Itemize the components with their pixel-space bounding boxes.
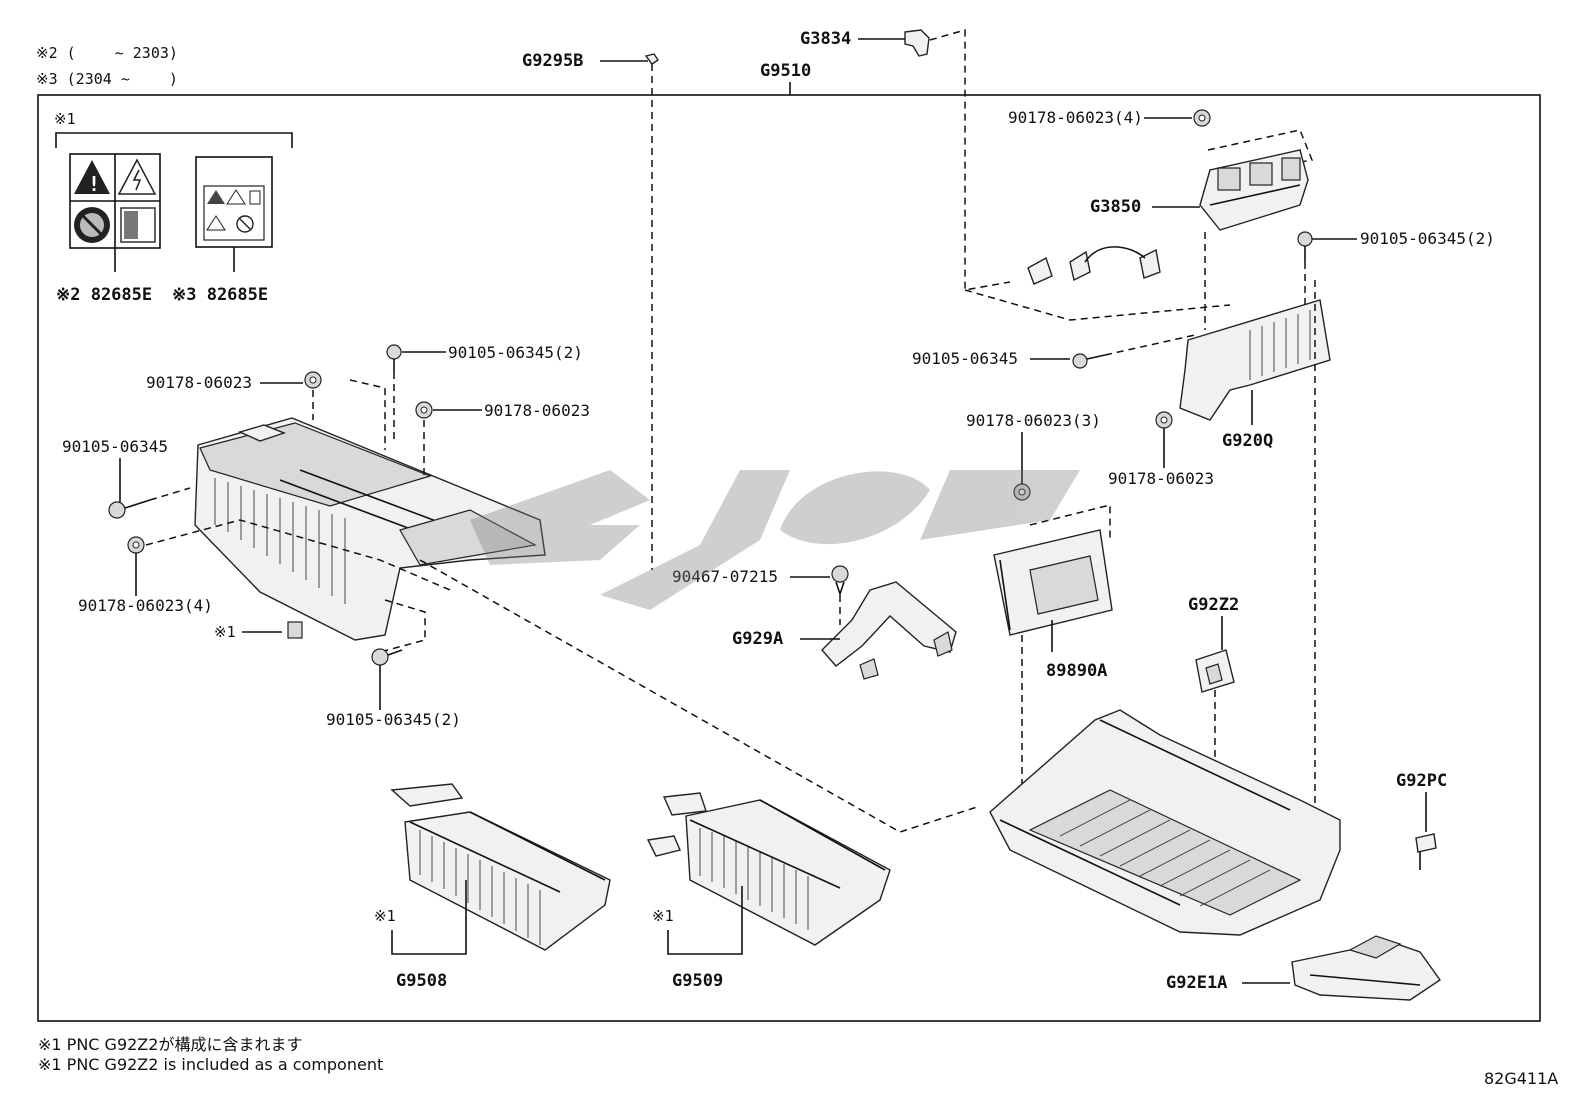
warning-label-new[interactable]	[195, 156, 273, 248]
high-voltage-icon	[117, 158, 157, 195]
callout-g92pc[interactable]: G92PC	[1396, 771, 1447, 791]
star1-g9509: ※1	[652, 907, 674, 925]
fastener-f8[interactable]: 90178-06023	[146, 373, 252, 392]
fastener-f4[interactable]: 90178-06023(3)	[966, 411, 1101, 430]
warning-label-old[interactable]: !	[69, 153, 161, 249]
dash-harness	[964, 289, 1231, 321]
fastener-f7[interactable]: 90105-06345(2)	[1360, 229, 1495, 248]
battery-module-g9508[interactable]	[390, 783, 611, 951]
battery-module-g9509[interactable]	[646, 792, 891, 946]
nut-side-1[interactable]	[127, 536, 145, 554]
nut-ecu[interactable]	[1013, 483, 1031, 501]
callout-g9510[interactable]: G9510	[760, 61, 811, 81]
footer-note-jp: ※1 PNC G92Z2が構成に含まれます	[38, 1035, 302, 1054]
nut-upper-cover-1[interactable]	[304, 371, 322, 389]
dash-f2b	[349, 379, 386, 450]
dash-g3834	[929, 29, 1011, 291]
footer-note-en: ※1 PNC G92Z2 is included as a component	[38, 1055, 383, 1074]
callout-g9508[interactable]: G9508	[396, 971, 447, 991]
fastener-f3[interactable]: 90105-06345	[912, 349, 1018, 368]
fastener-f5[interactable]: 90178-06023	[1108, 469, 1214, 488]
star1-bracket	[55, 132, 293, 148]
star1-g9508: ※1	[374, 907, 396, 925]
callout-g9295b[interactable]: G9295B	[522, 51, 583, 71]
leader-g9509	[667, 886, 743, 955]
bolt-side-1[interactable]	[108, 499, 151, 519]
fastener-f6[interactable]: 90467-07215	[672, 567, 778, 586]
callout-g3834[interactable]: G3834	[800, 29, 851, 49]
battery-lower-tray[interactable]	[989, 709, 1341, 936]
dash-f11	[145, 519, 451, 591]
fastener-f2[interactable]: 90105-06345(2)	[448, 343, 583, 362]
callout-g92z2[interactable]: G92Z2	[1188, 595, 1239, 615]
small-label-sticker[interactable]	[287, 621, 303, 639]
nut-upper-cover-2[interactable]	[415, 401, 433, 419]
fastener-f1[interactable]: 90178-06023(4)	[1008, 108, 1143, 127]
star1-small-label: ※1	[214, 623, 236, 641]
watermark-logo	[470, 470, 1080, 610]
manual-icon	[120, 207, 156, 243]
dash-cover-to-tray	[419, 559, 981, 833]
assembly-frame	[37, 94, 1541, 1022]
junction-block-g3850[interactable]	[1199, 149, 1309, 231]
bolt-g920q-top[interactable]	[1297, 231, 1313, 262]
bolt-upper-cover-1[interactable]	[386, 344, 402, 372]
callout-g92e1a[interactable]: G92E1A	[1166, 973, 1227, 993]
callout-g929a[interactable]: G929A	[732, 629, 783, 649]
dash-f10	[149, 487, 191, 501]
callout-label-old[interactable]: ※2 82685E	[56, 285, 152, 305]
wire-harness[interactable]	[1027, 246, 1161, 285]
dash-f1	[1207, 129, 1314, 179]
callout-g3850[interactable]: G3850	[1090, 197, 1141, 217]
battery-upper-cover[interactable]	[194, 417, 546, 641]
dash-f3	[1104, 334, 1196, 356]
callout-g920q[interactable]: G920Q	[1222, 431, 1273, 451]
no-touch-icon	[236, 215, 254, 233]
diagram-code: 82G411A	[1484, 1069, 1558, 1088]
header-note-3: ※3 (2304 ~ )	[36, 70, 178, 88]
fastener-f10[interactable]: 90105-06345	[62, 437, 168, 456]
callout-g9509[interactable]: G9509	[672, 971, 723, 991]
bracket-g929a[interactable]	[821, 581, 957, 680]
header-note-2: ※2 ( ~ 2303)	[36, 44, 178, 62]
battery-ecu-89890a[interactable]	[993, 529, 1113, 636]
svg-text:!: !	[88, 172, 100, 196]
leader-g9508	[391, 880, 467, 955]
dash-ecu-top	[1029, 504, 1111, 540]
fastener-f11[interactable]: 90178-06023(4)	[78, 596, 213, 615]
nut-g3850[interactable]	[1193, 109, 1211, 127]
warning-small-icon	[207, 190, 225, 204]
bracket-g3834	[904, 29, 930, 57]
fastener-f9[interactable]: 90178-06023	[484, 401, 590, 420]
star1-bracket-label: ※1	[54, 110, 76, 128]
clip-g9295b	[644, 53, 659, 65]
clip-f6[interactable]	[831, 565, 849, 597]
warning-triangle-icon	[74, 160, 110, 194]
clamp-g92z2[interactable]	[1195, 649, 1235, 693]
clip-g92pc[interactable]	[1415, 833, 1437, 870]
bolt-g920q-side[interactable]	[1072, 353, 1106, 369]
callout-89890a[interactable]: 89890A	[1046, 661, 1107, 681]
nut-g920q[interactable]	[1155, 411, 1173, 429]
callout-label-new[interactable]: ※3 82685E	[172, 285, 268, 305]
fastener-f12[interactable]: 90105-06345(2)	[326, 710, 461, 729]
bracket-g920q[interactable]	[1179, 299, 1331, 421]
bolt-lower-2[interactable]	[371, 648, 403, 666]
duct-g92e1a[interactable]	[1291, 935, 1441, 1001]
